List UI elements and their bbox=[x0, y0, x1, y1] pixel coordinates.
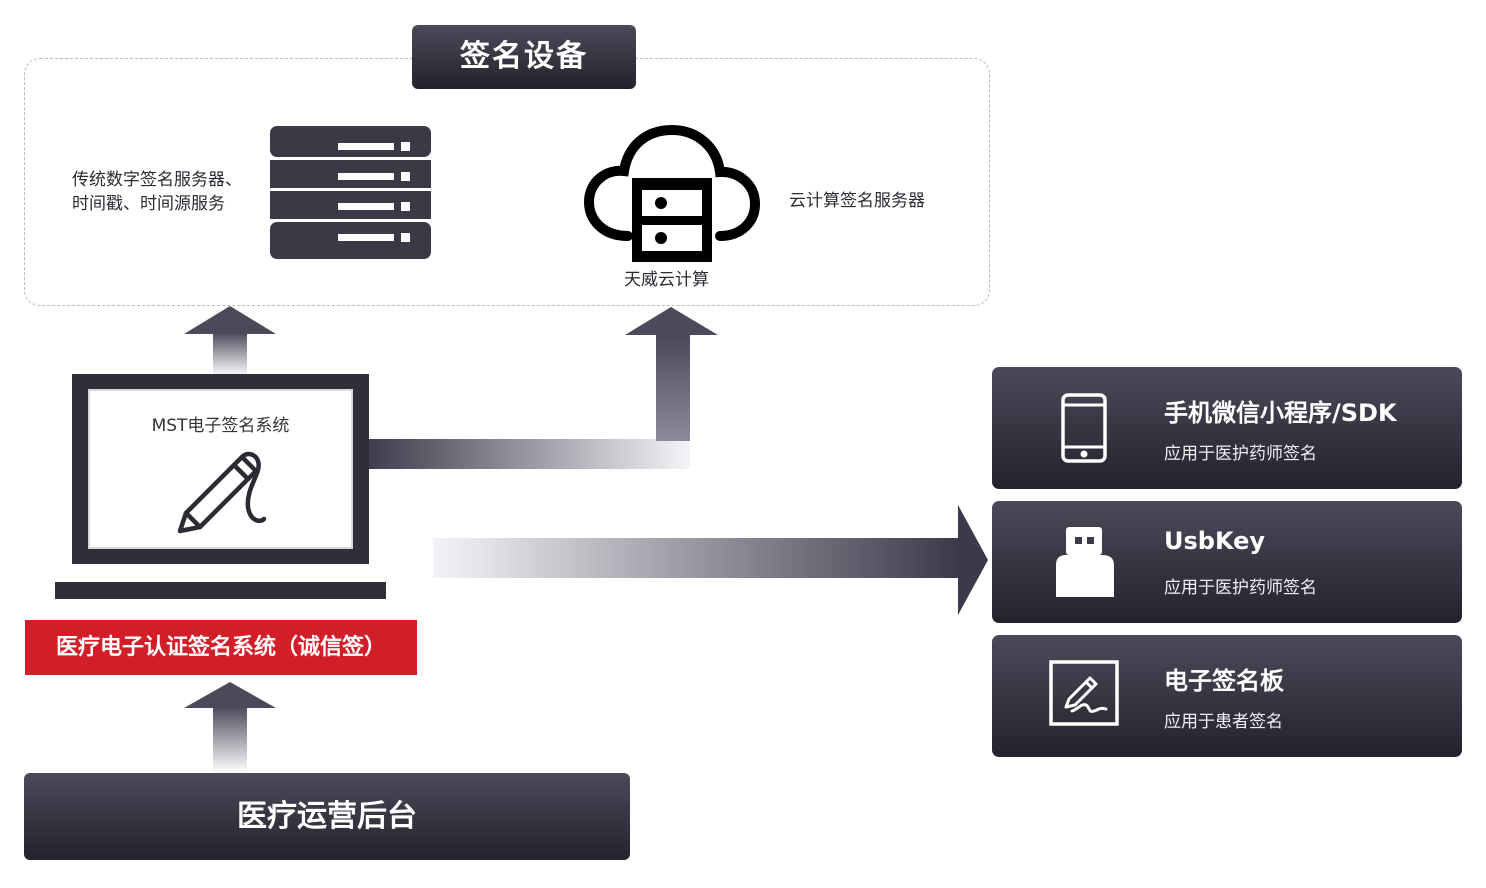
cloud-server-caption: 云计算签名服务器 bbox=[789, 191, 925, 211]
traditional-server-caption-line1: 传统数字签名服务器、 bbox=[72, 170, 242, 190]
terminal-title: 电子签名板 bbox=[1164, 667, 1284, 695]
server-rack-icon bbox=[270, 126, 431, 259]
arrow-up-to-server bbox=[184, 306, 276, 376]
arrow-right-to-terminals bbox=[433, 505, 988, 615]
device-group-title: 签名设备 bbox=[412, 25, 636, 89]
smartphone-icon bbox=[1061, 393, 1107, 463]
ops-backend-box: 医疗运营后台 bbox=[24, 773, 630, 860]
laptop-screen-title: MST电子签名系统 bbox=[151, 416, 290, 436]
laptop-screen-display: MST电子签名系统 bbox=[88, 389, 353, 549]
pen-signature-icon bbox=[177, 451, 267, 534]
signature-pad-icon bbox=[1049, 660, 1119, 726]
traditional-server-caption-line2: 时间戳、时间源服务 bbox=[72, 194, 225, 214]
terminal-usbkey: UsbKey 应用于医护药师签名 bbox=[992, 501, 1462, 623]
laptop-screen: MST电子签名系统 bbox=[72, 374, 369, 564]
cloud-server-icon bbox=[584, 124, 760, 262]
terminal-signature-pad: 电子签名板 应用于患者签名 bbox=[992, 635, 1462, 757]
laptop-base bbox=[55, 582, 386, 599]
terminal-subtitle: 应用于医护药师签名 bbox=[1164, 578, 1317, 598]
arrow-up-to-cloud bbox=[625, 307, 718, 441]
terminal-subtitle: 应用于医护药师签名 bbox=[1164, 444, 1317, 464]
traditional-server-caption: 传统数字签名服务器、 时间戳、时间源服务 bbox=[72, 168, 242, 216]
terminal-title: UsbKey bbox=[1164, 527, 1266, 555]
terminal-mobile-sdk: 手机微信小程序/SDK 应用于医护药师签名 bbox=[992, 367, 1462, 489]
usb-key-icon bbox=[1056, 527, 1114, 597]
signature-system-label: 医疗电子认证签名系统（诚信签） bbox=[25, 620, 417, 675]
terminal-subtitle: 应用于患者签名 bbox=[1164, 712, 1283, 732]
cloud-label: 天威云计算 bbox=[624, 270, 709, 290]
terminal-title: 手机微信小程序/SDK bbox=[1164, 399, 1397, 427]
arrow-up-to-system bbox=[184, 682, 276, 773]
arrow-laptop-to-cloud-horizontal bbox=[369, 439, 690, 469]
